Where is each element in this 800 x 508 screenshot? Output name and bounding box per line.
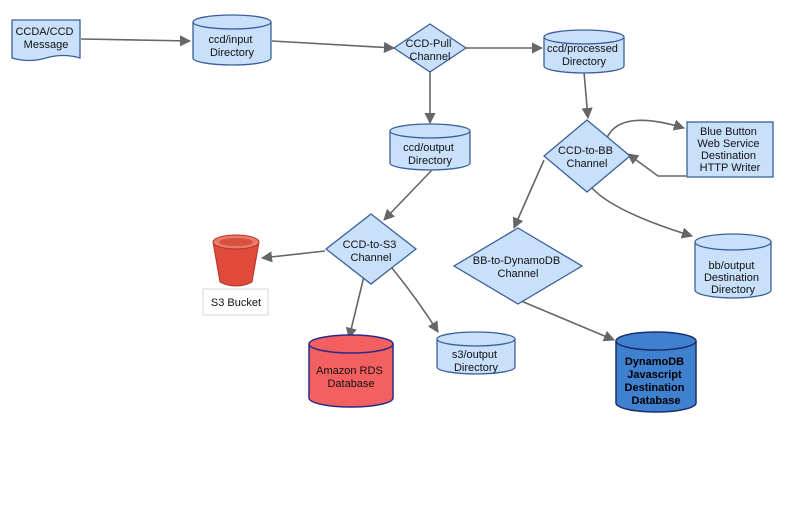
edge-bbdynamo-to-dynamodb [513, 297, 616, 342]
cylinder-body [694, 242, 772, 299]
blue-button-line-1: Blue Button [700, 126, 757, 138]
svg-text:Amazon RDS Database: Amazon RDS Database [316, 365, 386, 390]
diamond-shape [542, 119, 632, 193]
bb-output-line-3: Directory [711, 284, 756, 296]
ccd-output-line-1: ccd/output [403, 142, 454, 154]
svg-text:CCDA/CCD Message: CCDA/CCD Message [15, 26, 76, 51]
document-shape [11, 19, 81, 62]
edge-output-to-ccds3 [383, 169, 433, 221]
edge-ccdbb-to-bluebutton [605, 119, 686, 141]
ccd-pull-line-2: Channel [410, 51, 451, 63]
edge-ccds3-to-s3output [391, 267, 439, 333]
s3-bucket-label: S3 Bucket [211, 297, 261, 309]
node-ccd-to-bb: CCD-to-BB Channel [542, 119, 632, 193]
database-top [615, 331, 697, 351]
database-body [615, 341, 697, 413]
dynamodb-line-1: DynamoDB [625, 356, 684, 368]
cylinder-body [192, 22, 272, 66]
blue-button-line-4: HTTP Writer [700, 162, 761, 174]
svg-text:ccd/processed Directory: ccd/processed Directory [547, 43, 621, 68]
node-blue-button-writer: Blue Button Web Service Destination HTTP… [686, 121, 774, 178]
svg-text:CCD-to-BB Channel: CCD-to-BB Channel [558, 145, 616, 170]
node-ccda-message: CCDA/CCD Message [11, 19, 81, 62]
svg-text:bb/output Destination: bb/output Destination Directory [704, 260, 762, 296]
ccd-processed-line-2: Directory [562, 56, 607, 68]
node-amazon-rds: Amazon RDS Database [308, 334, 394, 408]
amazon-rds-line-2: Database [327, 378, 374, 390]
blue-button-line-3: Destination [701, 150, 756, 162]
ccd-pull-line-1: CCD-Pull [406, 38, 452, 50]
ccda-message-line-2: Message [24, 39, 69, 51]
node-s3-bucket: S3 Bucket [202, 234, 269, 316]
diamond-shape [324, 213, 418, 285]
svg-text:CCD-Pull Channel: CCD-Pull Channel [406, 38, 455, 63]
ccd-processed-line-1: ccd/processed [547, 43, 618, 55]
node-dynamodb: DynamoDB Javascript Destination Database [615, 331, 697, 413]
diamond-shape [452, 227, 584, 305]
ccd-to-bb-line-1: CCD-to-BB [558, 145, 613, 157]
dynamodb-line-3: Destination [625, 382, 685, 394]
cylinder-top [389, 123, 471, 139]
ccda-message-line-1: CCDA/CCD [15, 26, 73, 38]
svg-text:CCD-to-S3 Channel: CCD-to-S3 Channel [343, 239, 400, 264]
cylinder-body [543, 37, 625, 74]
svg-text:ccd/output Directory: ccd/output Directory [403, 142, 457, 167]
svg-text:DynamoDB Javascript: DynamoDB Javascript Destination Database [625, 356, 688, 407]
edges [80, 35, 694, 342]
cylinder-top [543, 29, 625, 45]
edge-processed-to-ccdbb [581, 71, 593, 120]
ccd-to-bb-line-2: Channel [567, 158, 608, 170]
dynamodb-line-4: Database [632, 395, 681, 407]
edge-ccdbb-to-bbdynamo [512, 159, 545, 230]
edge-ccda-to-input [80, 35, 192, 47]
bb-to-dynamodb-line-2: Channel [498, 268, 539, 280]
ccd-input-line-2: Directory [210, 47, 255, 59]
bb-output-line-1: bb/output [709, 260, 755, 272]
edge-ccds3-to-rds [345, 271, 366, 340]
diamond-shape [392, 23, 468, 73]
database-body [308, 344, 394, 408]
dynamodb-line-2: Javascript [627, 369, 682, 381]
edge-input-to-pull [271, 40, 396, 54]
cylinder-body [436, 339, 516, 375]
s3-output-line-1: s3/output [452, 349, 497, 361]
node-ccd-to-s3: CCD-to-S3 Channel [324, 213, 418, 285]
cylinder-body [389, 131, 471, 171]
database-top [308, 334, 394, 354]
edge-ccds3-to-bucket [260, 250, 326, 263]
cylinder-top [436, 331, 516, 347]
node-ccd-input: ccd/input Directory [192, 14, 272, 66]
svg-text:s3/output Directory: s3/output Directory [452, 349, 500, 374]
svg-text:Blue Button Web Service: Blue Button Web Service Destination HTTP… [697, 126, 762, 174]
node-ccd-processed: ccd/processed Directory [543, 29, 625, 74]
ccd-input-line-1: ccd/input [208, 34, 252, 46]
ccd-to-s3-line-2: Channel [351, 252, 392, 264]
cylinder-top [694, 233, 772, 251]
bb-to-dynamodb-line-1: BB-to-DynamoDB [473, 255, 560, 267]
edge-ccdbb-to-bboutput [591, 187, 694, 239]
edge-bluebutton-to-ccdbb [627, 153, 686, 177]
node-s3-output: s3/output Directory [436, 331, 516, 375]
s3-bucket-label-box [202, 288, 269, 316]
svg-text:ccd/input Directory: ccd/input Directory [208, 34, 255, 59]
svg-text:BB-to-DynamoDB Channel: BB-to-DynamoDB Channel [473, 255, 563, 280]
amazon-rds-line-1: Amazon RDS [316, 365, 383, 377]
svg-text:S3 Bucket: S3 Bucket [211, 297, 261, 309]
rectangle-shape [686, 121, 774, 178]
node-bb-output: bb/output Destination Directory [694, 233, 772, 299]
cylinder-top [192, 14, 272, 30]
node-bb-to-dynamodb: BB-to-DynamoDB Channel [452, 227, 584, 305]
blue-button-line-2: Web Service [697, 138, 759, 150]
node-ccd-output: ccd/output Directory [389, 123, 471, 171]
node-ccd-pull: CCD-Pull Channel [392, 23, 468, 73]
bucket-icon [212, 234, 260, 287]
ccd-to-s3-line-1: CCD-to-S3 [343, 239, 397, 251]
ccd-output-line-2: Directory [408, 155, 453, 167]
s3-output-line-2: Directory [454, 362, 499, 374]
bb-output-line-2: Destination [704, 272, 759, 284]
